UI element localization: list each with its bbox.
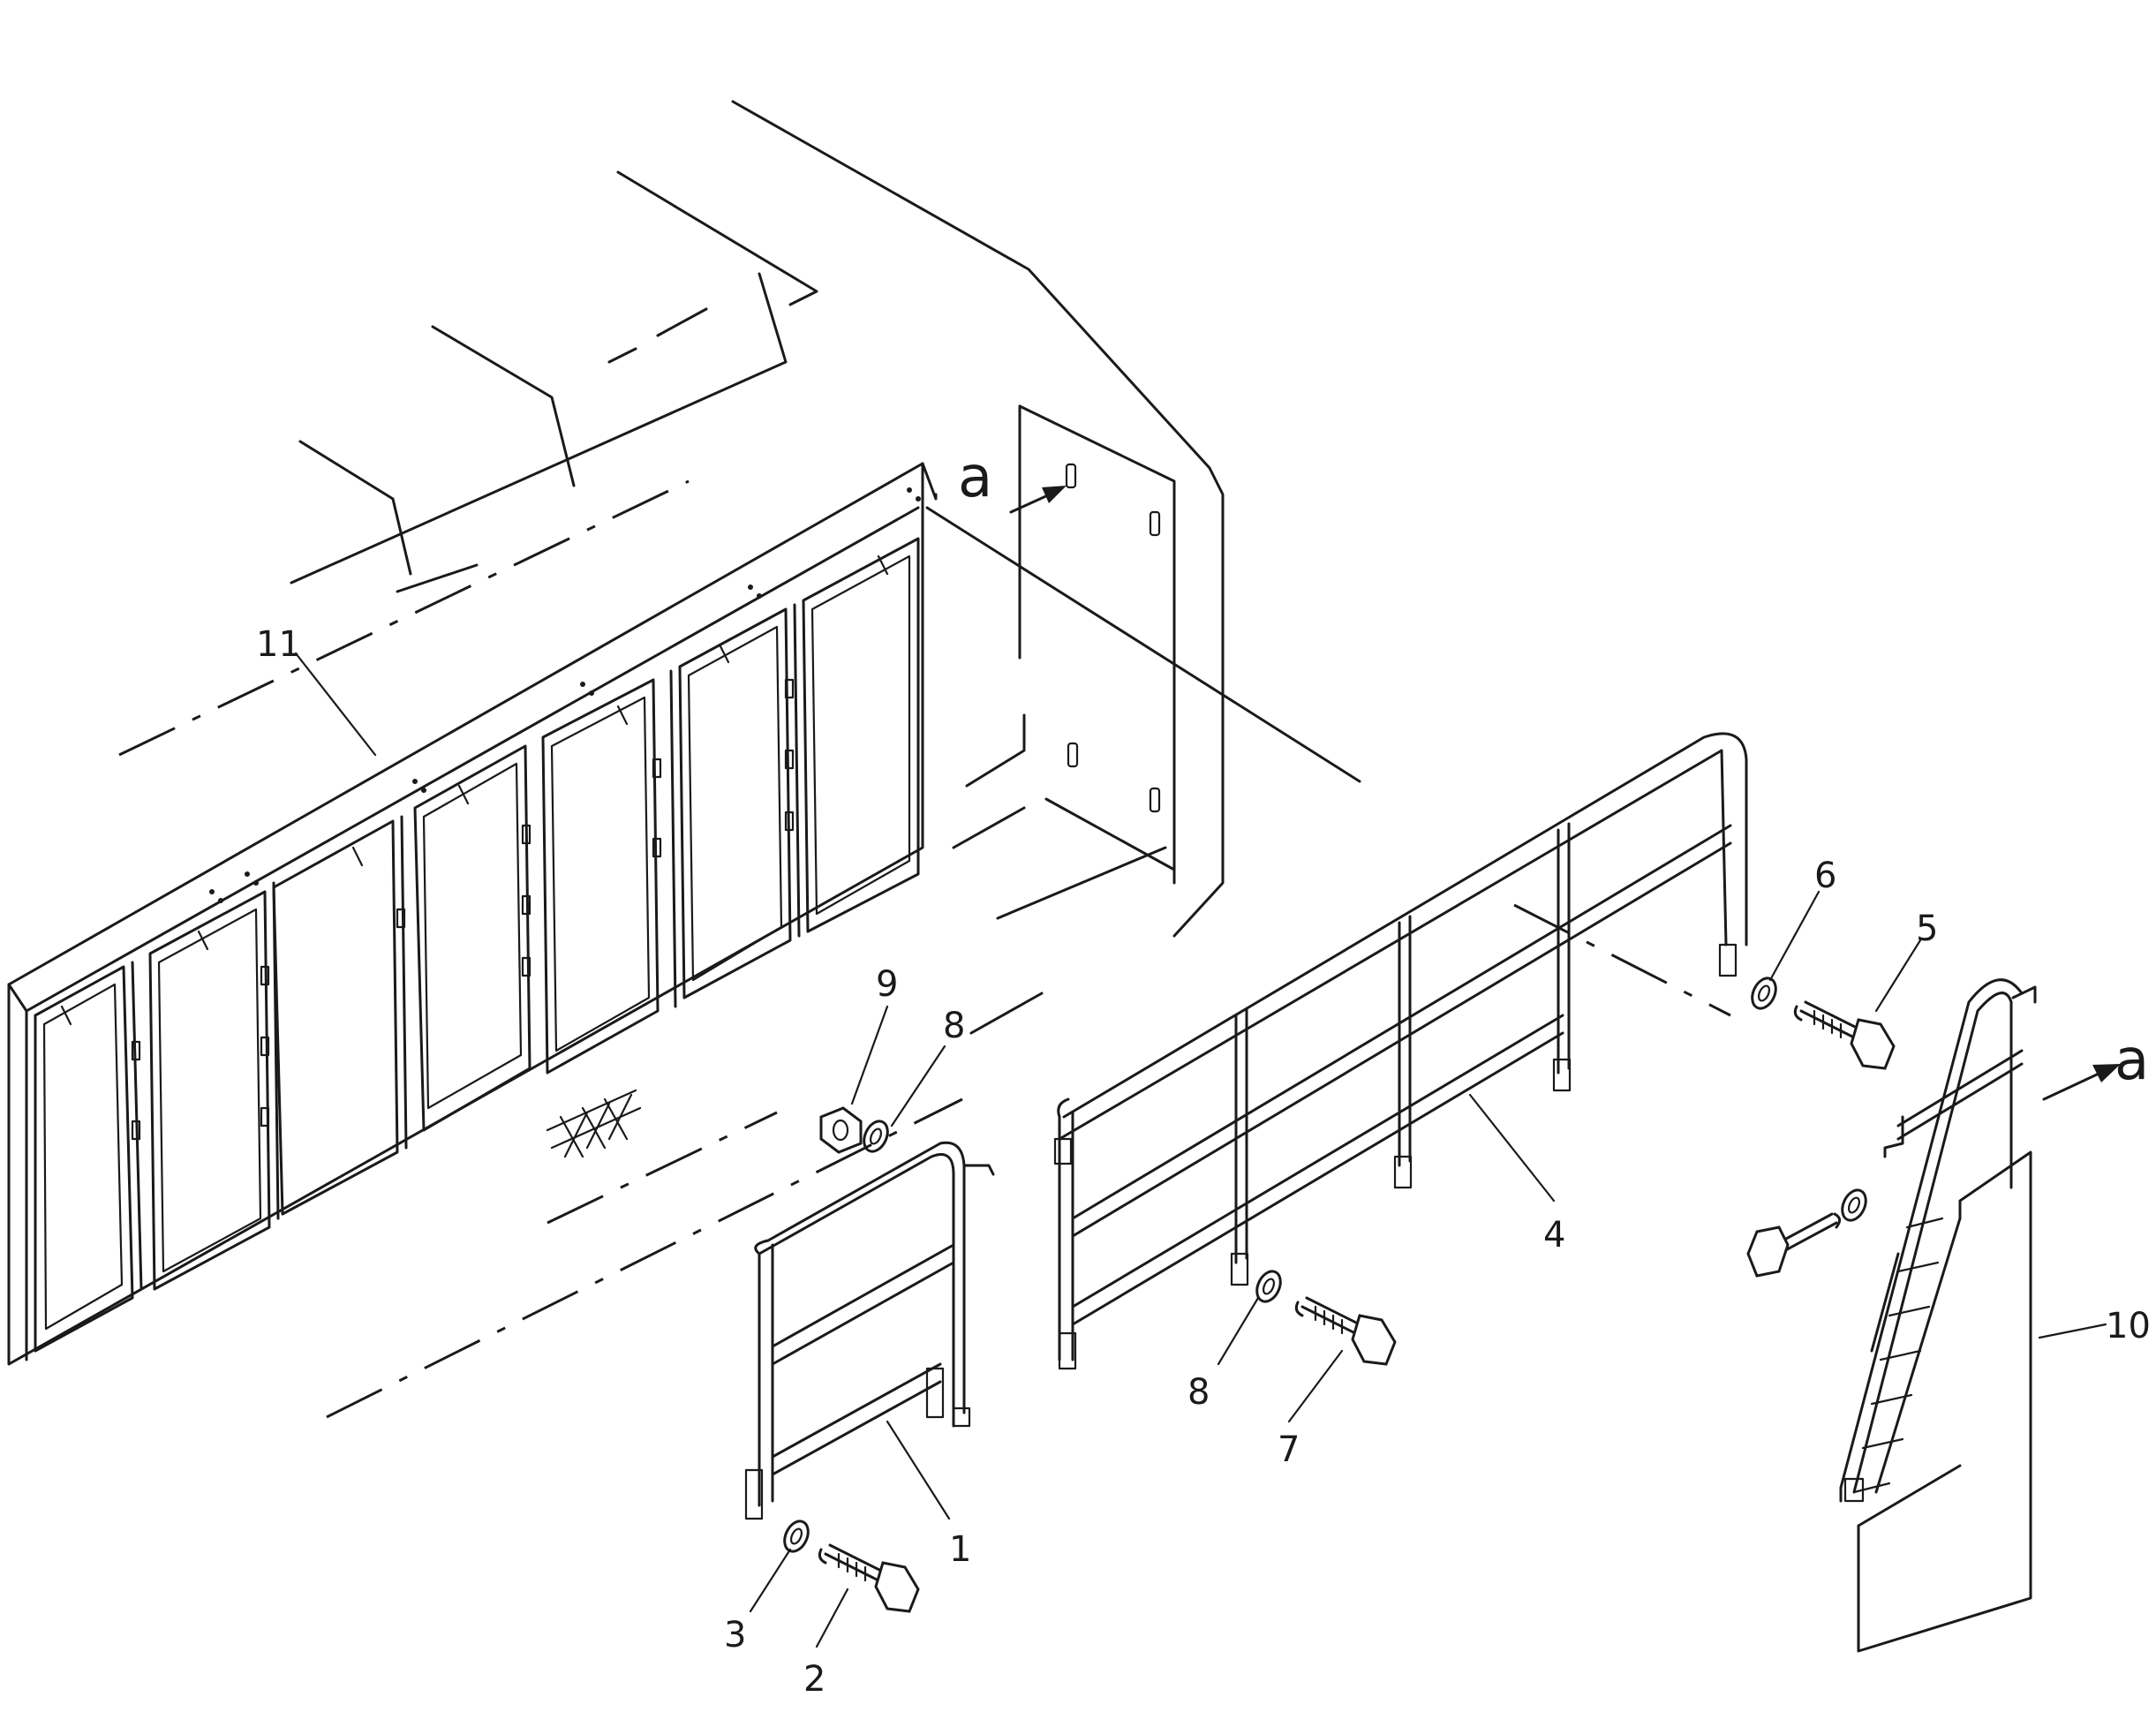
washer-part-8-upper	[863, 1120, 889, 1153]
view-marker-right: a	[2115, 1028, 2149, 1093]
weld-symbol	[546, 1089, 642, 1158]
callout-1: 1	[949, 1529, 971, 1570]
handrail-part-4	[1053, 732, 1748, 1370]
leader-lines	[294, 652, 2107, 1648]
callout-3: 3	[724, 1615, 746, 1655]
gate-rail-part-1	[744, 1141, 995, 1520]
bolt-ladder	[1746, 1212, 1841, 1278]
nut-part-9	[819, 1106, 863, 1154]
callout-8-upper: 8	[943, 1006, 965, 1046]
callout-2: 2	[803, 1659, 825, 1700]
washer-part-8-lower	[1255, 1270, 1282, 1303]
ladder-part-10	[1839, 978, 2037, 1653]
callout-7: 7	[1278, 1429, 1300, 1470]
machine-body-outline	[290, 100, 1361, 1035]
washer-part-6	[1751, 977, 1777, 1010]
bolt-part-5	[1793, 1000, 1896, 1070]
callout-6: 6	[1814, 856, 1836, 896]
side-panel-part-11	[7, 462, 938, 1366]
washer-ladder	[1841, 1188, 1867, 1222]
view-arrow-right	[2042, 1064, 2121, 1101]
callout-labels: 11 9 8 1 3 2 4 5 6 8 7 10 a a	[256, 445, 2151, 1700]
callout-10: 10	[2106, 1306, 2151, 1346]
bolt-part-7	[1294, 1296, 1397, 1366]
view-marker-top: a	[958, 445, 992, 510]
callout-5: 5	[1916, 909, 1938, 949]
bolt-part-2	[818, 1543, 920, 1613]
callout-11: 11	[256, 624, 301, 665]
callout-4: 4	[1543, 1215, 1565, 1256]
center-lines	[118, 479, 1731, 1419]
callout-9: 9	[876, 964, 898, 1005]
washer-part-3	[783, 1520, 810, 1553]
view-arrow-top	[1009, 486, 1067, 514]
callout-8-lower: 8	[1187, 1372, 1210, 1413]
